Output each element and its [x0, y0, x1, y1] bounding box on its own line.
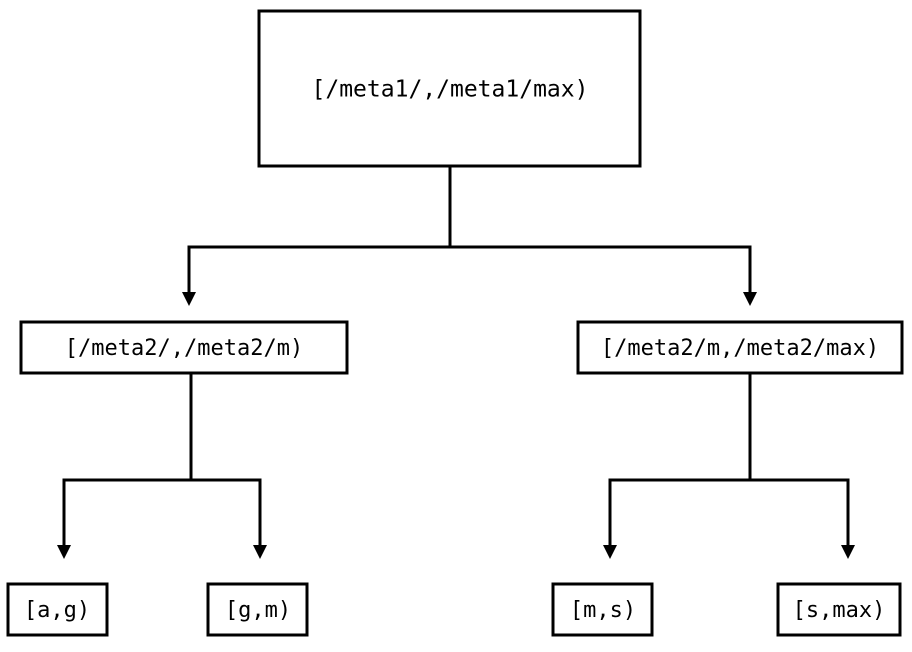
- edge-midright-to-leaf-ms: [603, 373, 752, 559]
- arrowhead-down-icon: [182, 292, 196, 306]
- node-leaf-ag-label: [a,g): [24, 598, 90, 623]
- node-leaf-smax-label: [s,max): [793, 598, 886, 623]
- edge-root-to-mid-left: [182, 166, 452, 306]
- arrowhead-down-icon: [603, 545, 617, 559]
- edge-path: [748, 373, 850, 547]
- node-leaf-ms[interactable]: [m,s): [551, 582, 654, 637]
- edge-midleft-to-leaf-gm: [189, 373, 267, 559]
- arrowhead-down-icon: [743, 292, 757, 306]
- node-mid-right-box[interactable]: [576, 320, 904, 375]
- node-root[interactable]: [/meta1/,/meta1/max): [257, 9, 642, 168]
- node-root-label: [/meta1/,/meta1/max): [312, 77, 589, 103]
- node-root-box[interactable]: [257, 9, 642, 168]
- edge-path: [189, 373, 262, 547]
- edge-root-to-mid-right: [448, 166, 757, 306]
- edge-path: [448, 166, 752, 294]
- node-leaf-gm-label: [g,m): [225, 598, 291, 623]
- node-mid-left-label: [/meta2/,/meta2/m): [65, 336, 303, 361]
- node-mid-left-box[interactable]: [19, 320, 349, 375]
- node-mid-right-label: [/meta2/m,/meta2/max): [601, 336, 879, 361]
- node-leaf-ag[interactable]: [a,g): [6, 582, 109, 637]
- arrowhead-down-icon: [841, 545, 855, 559]
- arrowhead-down-icon: [253, 545, 267, 559]
- node-leaf-smax-box[interactable]: [776, 582, 902, 637]
- node-leaf-gm-box[interactable]: [206, 582, 309, 637]
- node-leaf-gm[interactable]: [g,m): [206, 582, 309, 637]
- node-mid-right[interactable]: [/meta2/m,/meta2/max): [576, 320, 904, 375]
- edge-midright-to-leaf-smax: [748, 373, 855, 559]
- edge-path: [62, 373, 193, 547]
- edge-path: [187, 166, 452, 294]
- arrowhead-down-icon: [57, 545, 71, 559]
- edge-group: [57, 166, 855, 559]
- node-leaf-ag-box[interactable]: [6, 582, 109, 637]
- node-group: [/meta1/,/meta1/max) [/meta2/,/meta2/m) …: [6, 9, 904, 637]
- node-leaf-smax[interactable]: [s,max): [776, 582, 902, 637]
- edge-path: [608, 373, 752, 547]
- edge-midleft-to-leaf-ag: [57, 373, 193, 559]
- node-leaf-ms-box[interactable]: [551, 582, 654, 637]
- node-mid-left[interactable]: [/meta2/,/meta2/m): [19, 320, 349, 375]
- node-leaf-ms-label: [m,s): [570, 598, 636, 623]
